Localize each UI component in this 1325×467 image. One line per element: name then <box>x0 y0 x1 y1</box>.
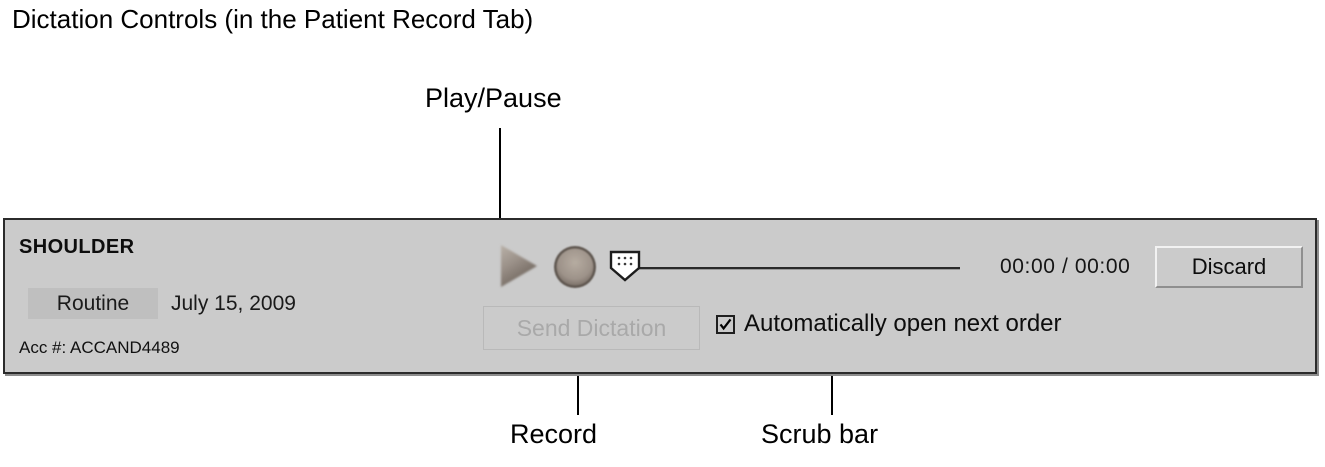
record-circle-icon <box>554 246 596 288</box>
scrub-bar-track[interactable] <box>638 267 960 270</box>
priority-chip: Routine <box>28 288 158 319</box>
send-dictation-button[interactable]: Send Dictation <box>483 306 700 350</box>
record-button[interactable] <box>551 243 599 291</box>
checkbox-box[interactable] <box>716 314 735 334</box>
scrub-bar[interactable] <box>608 248 960 286</box>
play-triangle-icon <box>501 245 537 287</box>
auto-open-next-order-checkbox[interactable]: Automatically open next order <box>716 310 1062 338</box>
dictation-controls-panel: SHOULDER Routine July 15, 2009 Acc #: AC… <box>3 218 1317 374</box>
scrub-handle-icon <box>609 250 641 282</box>
callout-label-record: Record <box>510 419 598 449</box>
checkmark-icon <box>719 318 732 330</box>
study-date: July 15, 2009 <box>171 292 296 315</box>
accession-number: Acc #: ACCAND4489 <box>19 338 180 357</box>
figure-title: Dictation Controls (in the Patient Recor… <box>12 4 534 34</box>
scrub-bar-handle[interactable] <box>608 249 642 283</box>
callout-label-play-pause: Play/Pause <box>425 83 562 113</box>
play-pause-button[interactable] <box>494 240 542 292</box>
timecode-display: 00:00 / 00:00 <box>1000 255 1131 278</box>
leader-line-play-pause <box>499 128 501 240</box>
study-name: SHOULDER <box>19 236 135 258</box>
callout-label-scrub-bar: Scrub bar <box>761 419 879 449</box>
auto-open-next-order-label: Automatically open next order <box>744 310 1062 337</box>
discard-button[interactable]: Discard <box>1155 246 1303 288</box>
